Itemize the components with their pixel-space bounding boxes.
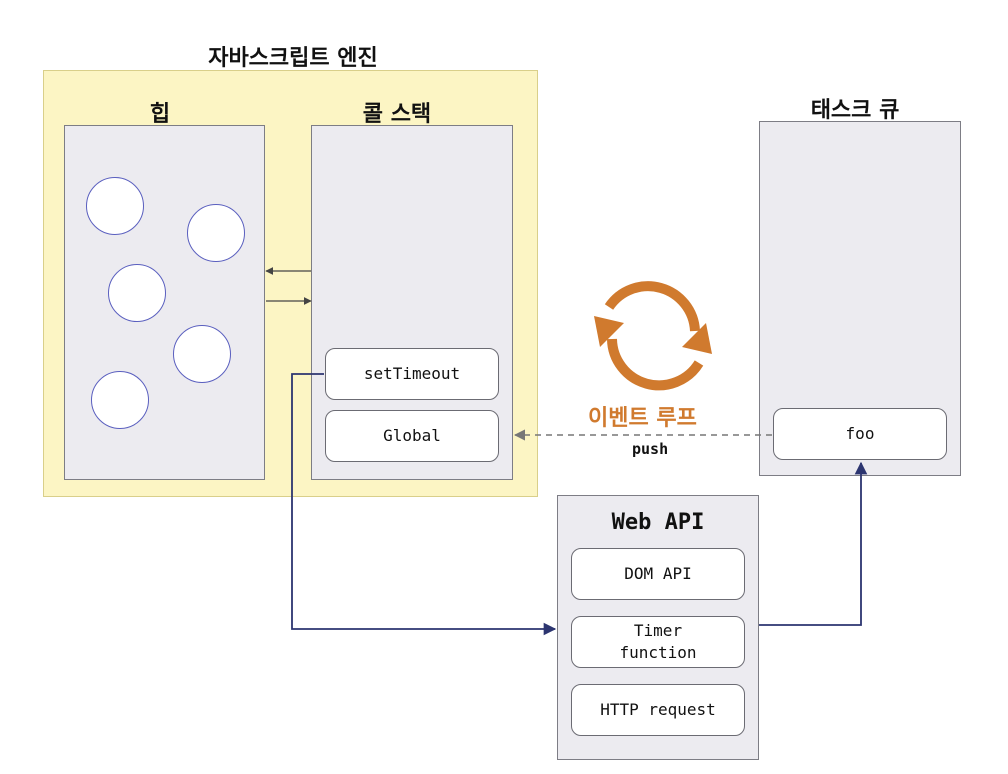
web-api-item-dom-api: DOM API — [571, 548, 745, 600]
callstack-title: 콜 스택 — [362, 102, 432, 127]
task-queue-panel: foo — [759, 121, 961, 476]
web-api-item-timer-function: Timer function — [571, 616, 745, 668]
push-label: push — [632, 440, 669, 458]
web-api-title: Web API — [611, 510, 705, 535]
heap-object — [173, 325, 231, 383]
heap-object — [108, 264, 166, 322]
heap-title: 힙 — [149, 102, 171, 127]
callstack-frame-settimeout: setTimeout — [325, 348, 499, 400]
callstack-panel: setTimeout Global — [311, 125, 513, 480]
heap-object — [91, 371, 149, 429]
callstack-frame-global: Global — [325, 410, 499, 462]
webapi-to-taskqueue-connector — [759, 461, 868, 626]
task-queue-item-foo: foo — [773, 408, 947, 460]
web-api-item-http-request: HTTP request — [571, 684, 745, 736]
heap-panel — [64, 125, 265, 480]
event-loop-label: 이벤트 루프 — [588, 406, 697, 431]
engine-title: 자바스크립트 엔진 — [208, 46, 378, 71]
heap-object — [86, 177, 144, 235]
heap-object — [187, 204, 245, 262]
task-queue-title: 태스크 큐 — [810, 98, 900, 123]
event-loop-cycle-icon — [594, 281, 712, 391]
web-api-panel: Web API DOM API Timer function HTTP requ… — [557, 495, 759, 760]
